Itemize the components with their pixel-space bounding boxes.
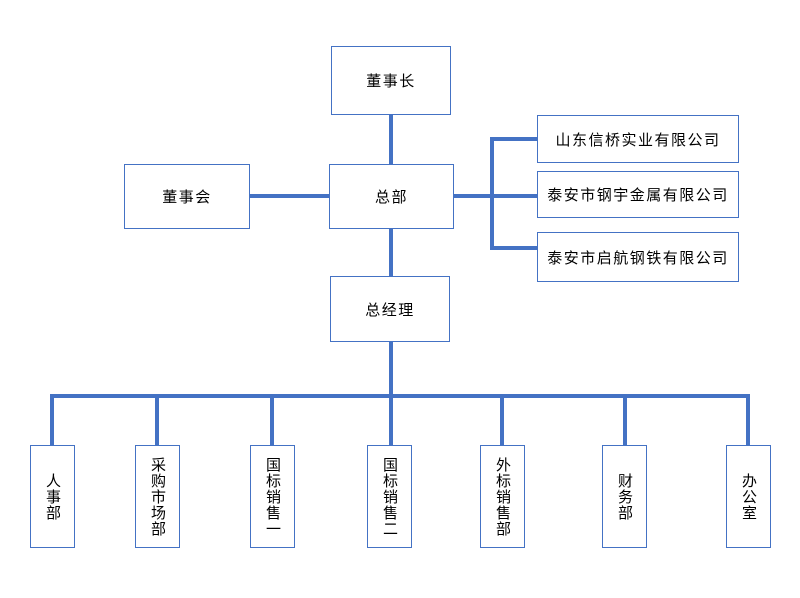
connector-drop-dept-5 xyxy=(500,394,504,445)
node-dept-office: 办公室 xyxy=(726,445,771,548)
connector-drop-dept-3 xyxy=(270,394,274,445)
node-chairman: 董事长 xyxy=(331,46,451,115)
node-subsidiary-1-label: 山东信桥实业有限公司 xyxy=(555,131,721,149)
connector-general-manager-distribution xyxy=(389,341,393,396)
node-chairman-label: 董事长 xyxy=(366,73,416,90)
node-dept-hr: 人事部 xyxy=(30,445,75,548)
node-dept-hr-label: 人事部 xyxy=(44,472,61,521)
connector-trunk-subsidiary-3 xyxy=(490,246,537,250)
connector-drop-dept-6 xyxy=(623,394,627,445)
node-board-label: 董事会 xyxy=(162,189,212,206)
connector-headquarters-subsidiaries xyxy=(453,194,537,198)
node-subsidiary-1: 山东信桥实业有限公司 xyxy=(537,115,739,163)
connector-headquarters-general-manager xyxy=(389,228,393,277)
connector-drop-dept-4 xyxy=(389,394,393,445)
node-dept-foreign-sales: 外标销售部 xyxy=(480,445,525,548)
node-board-of-directors: 董事会 xyxy=(124,164,250,229)
node-dept-foreign-sales-label: 外标销售部 xyxy=(494,456,511,537)
node-headquarters-label: 总部 xyxy=(374,189,408,206)
node-headquarters: 总部 xyxy=(329,164,454,229)
distribution-line xyxy=(50,394,750,398)
node-general-manager: 总经理 xyxy=(330,276,450,342)
connector-drop-dept-1 xyxy=(50,394,54,445)
connector-chairman-headquarters xyxy=(389,115,393,165)
node-dept-finance-label: 财务部 xyxy=(616,472,633,521)
node-dept-procurement-market: 采购市场部 xyxy=(135,445,180,548)
node-dept-finance: 财务部 xyxy=(602,445,647,548)
node-dept-national-sales-2-label: 国标销售二 xyxy=(381,456,398,537)
node-subsidiary-2-label: 泰安市钢宇金属有限公司 xyxy=(547,187,729,204)
connector-subsidiaries-trunk xyxy=(490,137,494,250)
connector-drop-dept-2 xyxy=(155,394,159,445)
node-dept-procurement-market-label: 采购市场部 xyxy=(149,456,166,537)
node-subsidiary-2: 泰安市钢宇金属有限公司 xyxy=(537,171,739,218)
connector-drop-dept-7 xyxy=(746,394,750,445)
connector-board-headquarters xyxy=(250,194,330,198)
node-dept-national-sales-1: 国标销售一 xyxy=(250,445,295,548)
connector-trunk-subsidiary-1 xyxy=(490,137,537,141)
node-dept-national-sales-2: 国标销售二 xyxy=(367,445,412,548)
node-subsidiary-3: 泰安市启航钢铁有限公司 xyxy=(537,232,739,282)
node-dept-national-sales-1-label: 国标销售一 xyxy=(264,456,281,537)
node-subsidiary-3-label: 泰安市启航钢铁有限公司 xyxy=(547,249,729,267)
node-dept-office-label: 办公室 xyxy=(740,472,757,521)
node-general-manager-label: 总经理 xyxy=(365,301,415,319)
